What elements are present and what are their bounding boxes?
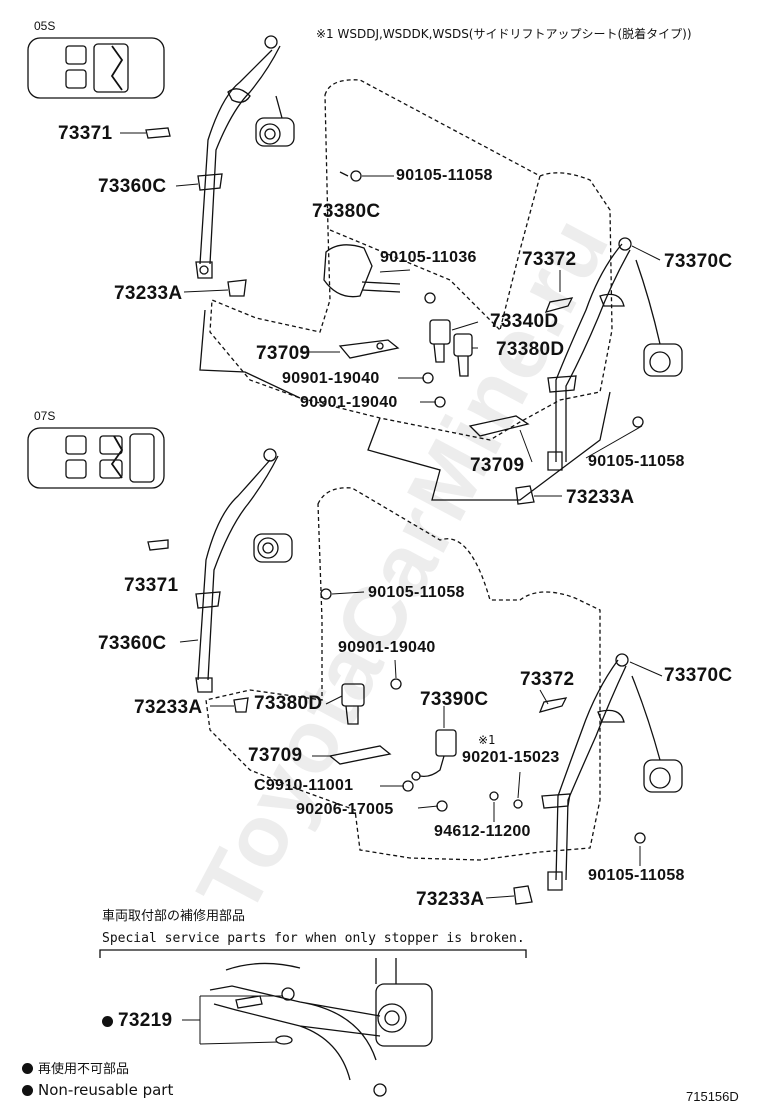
part-label[interactable]: 73380C	[312, 201, 381, 222]
seat-layout-05s-icon	[27, 37, 165, 99]
part-label[interactable]: 90105-11058	[368, 584, 465, 601]
seat-back-outline-lower	[205, 487, 601, 861]
seat-layout-07s-icon	[27, 427, 165, 489]
part-label[interactable]: 73360C	[98, 633, 167, 654]
part-label[interactable]: 73709	[470, 455, 525, 476]
service-title-en: Special service parts for when only stop…	[102, 931, 525, 946]
part-label[interactable]: 73709	[256, 343, 311, 364]
part-label[interactable]: 90901-19040	[338, 639, 436, 656]
part-label[interactable]: 73233A	[134, 697, 203, 718]
part-label[interactable]: 73233A	[566, 487, 635, 508]
part-label[interactable]: 73233A	[416, 889, 485, 910]
part-label[interactable]: 73372	[522, 249, 577, 270]
non-reusable-dot-icon	[22, 1085, 33, 1096]
note-mark: ※1	[478, 733, 496, 747]
part-label[interactable]: 90105-11058	[588, 867, 685, 884]
left-belt-webbing-upper	[199, 45, 281, 265]
right-belt-webbing-lower	[555, 659, 627, 881]
part-label[interactable]: 73233A	[114, 283, 183, 304]
part-label[interactable]: 73372	[520, 669, 575, 690]
part-label[interactable]: 73380D	[496, 339, 565, 360]
part-label[interactable]: 73340D	[490, 311, 559, 332]
part-label[interactable]: 90105-11058	[396, 167, 493, 184]
part-label[interactable]: 90901-19040	[300, 394, 398, 411]
legend-jp-text: 再使用不可部品	[38, 1062, 130, 1077]
part-label[interactable]: 90206-17005	[296, 801, 394, 818]
part-label[interactable]: 73370C	[664, 251, 733, 272]
variant-05s-label: 05S	[34, 19, 56, 33]
seat-back-outline-upper	[209, 79, 613, 441]
figure-id: 715156D	[686, 1089, 739, 1104]
legend-en-text: Non-reusable part	[38, 1081, 174, 1099]
service-part-number: 73219	[118, 1010, 173, 1031]
part-label[interactable]: 73360C	[98, 176, 167, 197]
part-label[interactable]: 73371	[124, 575, 179, 596]
service-bracket-line	[99, 949, 527, 958]
part-label[interactable]: 90901-19040	[282, 370, 380, 387]
part-label[interactable]: 90201-15023	[462, 749, 560, 766]
part-label[interactable]: 90105-11058	[588, 453, 685, 470]
stopper-detail-drawing	[209, 985, 381, 1081]
service-part-label[interactable]: 73219	[102, 1011, 172, 1030]
right-belt-webbing-upper	[555, 243, 631, 462]
part-label[interactable]: 73390C	[420, 689, 489, 710]
part-label[interactable]: 73709	[248, 745, 303, 766]
part-label[interactable]: 73371	[58, 123, 113, 144]
part-label[interactable]: 73380D	[254, 693, 323, 714]
part-label[interactable]: 90105-11036	[380, 249, 477, 266]
applicability-note: ※1 WSDDJ,WSDDK,WSDS(サイドリフトアップシート(脱着タイプ))	[316, 27, 692, 41]
variant-07s-label: 07S	[34, 409, 56, 423]
part-label[interactable]: C9910-11001	[254, 777, 354, 794]
seat-cushion-outline-upper	[199, 309, 611, 501]
part-label[interactable]: 94612-11200	[434, 823, 531, 840]
legend-jp: 再使用不可部品	[22, 1063, 129, 1076]
non-reusable-dot-icon	[22, 1063, 33, 1074]
legend-en: Non-reusable part	[22, 1083, 173, 1098]
service-title-jp: 車両取付部の補修用部品	[102, 909, 246, 924]
left-belt-webbing-lower	[197, 455, 279, 681]
part-label[interactable]: 73370C	[664, 665, 733, 686]
non-reusable-dot-icon	[102, 1016, 113, 1027]
